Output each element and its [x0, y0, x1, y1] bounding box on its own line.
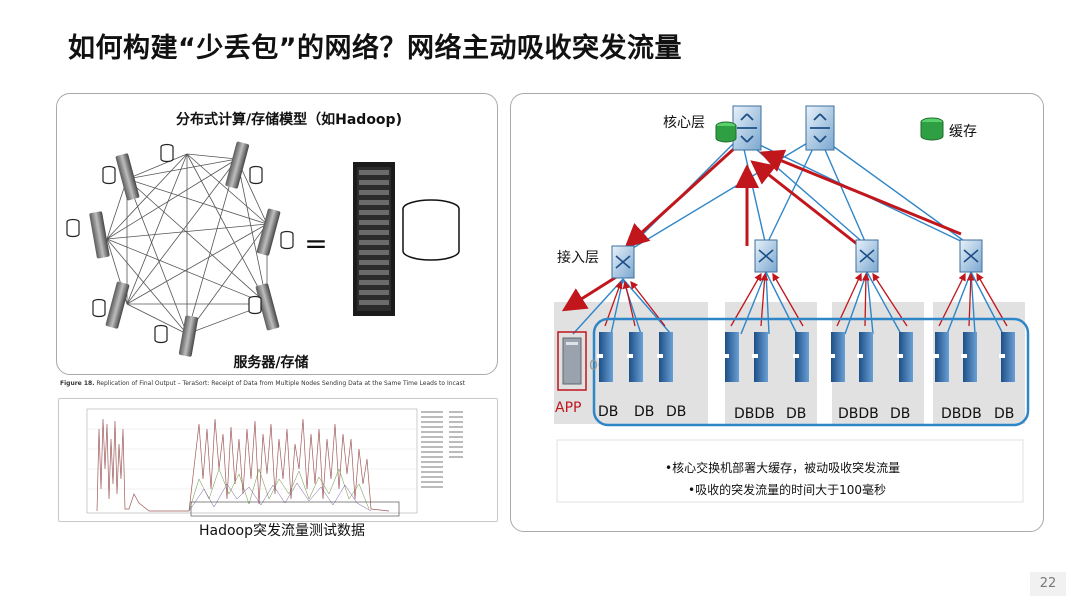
storage-cylinder-icon [402, 199, 460, 261]
core-switch-icon [805, 105, 835, 151]
db-server-icon [657, 332, 673, 382]
cylinder-icons [66, 143, 294, 344]
hadoop-traffic-chart [86, 408, 463, 517]
db-label: DB [666, 404, 686, 420]
app-label: APP [555, 400, 581, 416]
access-switch-icon [855, 239, 879, 273]
db-label: DB [994, 406, 1014, 422]
figure-caption-label: Figure 18. [60, 380, 95, 387]
access-switches [611, 239, 983, 279]
hadoop-traffic-chart-panel [58, 398, 498, 522]
burst-trace-1 [96, 418, 390, 512]
burst-trace-2 [188, 468, 370, 512]
hadoop-model-diagram: 分布式计算/存储模型（如Hadoop) [66, 111, 460, 371]
core-layer-label: 核心层 [663, 115, 705, 131]
db-server-icon [857, 332, 873, 382]
hadoop-traffic-caption: Hadoop突发流量测试数据 [199, 523, 366, 539]
page-title: 如何构建“少丢包”的网络？网络主动吸收突发流量 [68, 33, 682, 64]
figure-caption: Figure 18. Replication of Final Output –… [60, 380, 500, 387]
db-server-icon [897, 332, 913, 382]
core-switch-icon [732, 105, 762, 151]
db-server-icon [627, 332, 643, 382]
db-server-icon [829, 332, 845, 382]
db-server-icon [793, 332, 809, 382]
server-storage-caption: 服务器/存储 [233, 354, 308, 371]
db-server-icon [597, 332, 613, 382]
app-highlight-box [557, 331, 587, 391]
hadoop-model-panel: 分布式计算/存储模型（如Hadoop) [56, 93, 498, 375]
network-topology-diagram: 核心层 缓存 接入层 0G APP [554, 105, 1030, 503]
app-server-icon [562, 337, 582, 385]
db-server-icon [723, 332, 739, 382]
db-server-icon [752, 332, 768, 382]
db-servers [597, 332, 1015, 382]
dbdb-label: DBDB [941, 406, 982, 422]
db-label: DB [634, 404, 654, 420]
notes-box [556, 439, 1024, 503]
mesh-lines [106, 153, 268, 335]
note-1: •核心交换机部署大缓存，被动吸收突发流量 [665, 460, 900, 475]
cache-legend-label: 缓存 [949, 124, 977, 140]
db-label: DB [786, 406, 806, 422]
access-switch-icon [754, 239, 778, 273]
model-title: 分布式计算/存储模型（如Hadoop) [176, 111, 402, 128]
network-topology-panel: 核心层 缓存 接入层 0G APP [510, 93, 1044, 532]
db-server-icon [999, 332, 1015, 382]
core-cache-icon [715, 121, 737, 143]
server-rack-icon [353, 162, 395, 316]
note-2: •吸收的突发流量的时间大于100毫秒 [688, 482, 886, 497]
cache-legend-icon [920, 117, 944, 141]
page-number: 22 [1030, 572, 1066, 596]
db-label: DB [890, 406, 910, 422]
dbdb-label: DBDB [734, 406, 775, 422]
db-server-icon [933, 332, 949, 382]
burst-arrows-core [561, 144, 962, 312]
dbdb-label: DBDB [838, 406, 879, 422]
access-switch-icon [611, 245, 635, 279]
db-group-outline [592, 317, 1030, 427]
db-label: DB [598, 404, 618, 420]
server-nodes [89, 141, 281, 357]
figure-caption-text: Replication of Final Output – TeraSort: … [96, 380, 465, 387]
db-server-icon [961, 332, 977, 382]
burst-trace-3 [188, 482, 372, 512]
equals-sign: = [304, 227, 327, 260]
db-labels: DB DB DB DBDB DB DBDB DB DBDB DB [598, 404, 1014, 422]
access-layer-label: 接入层 [557, 249, 599, 266]
access-switch-icon [959, 239, 983, 273]
